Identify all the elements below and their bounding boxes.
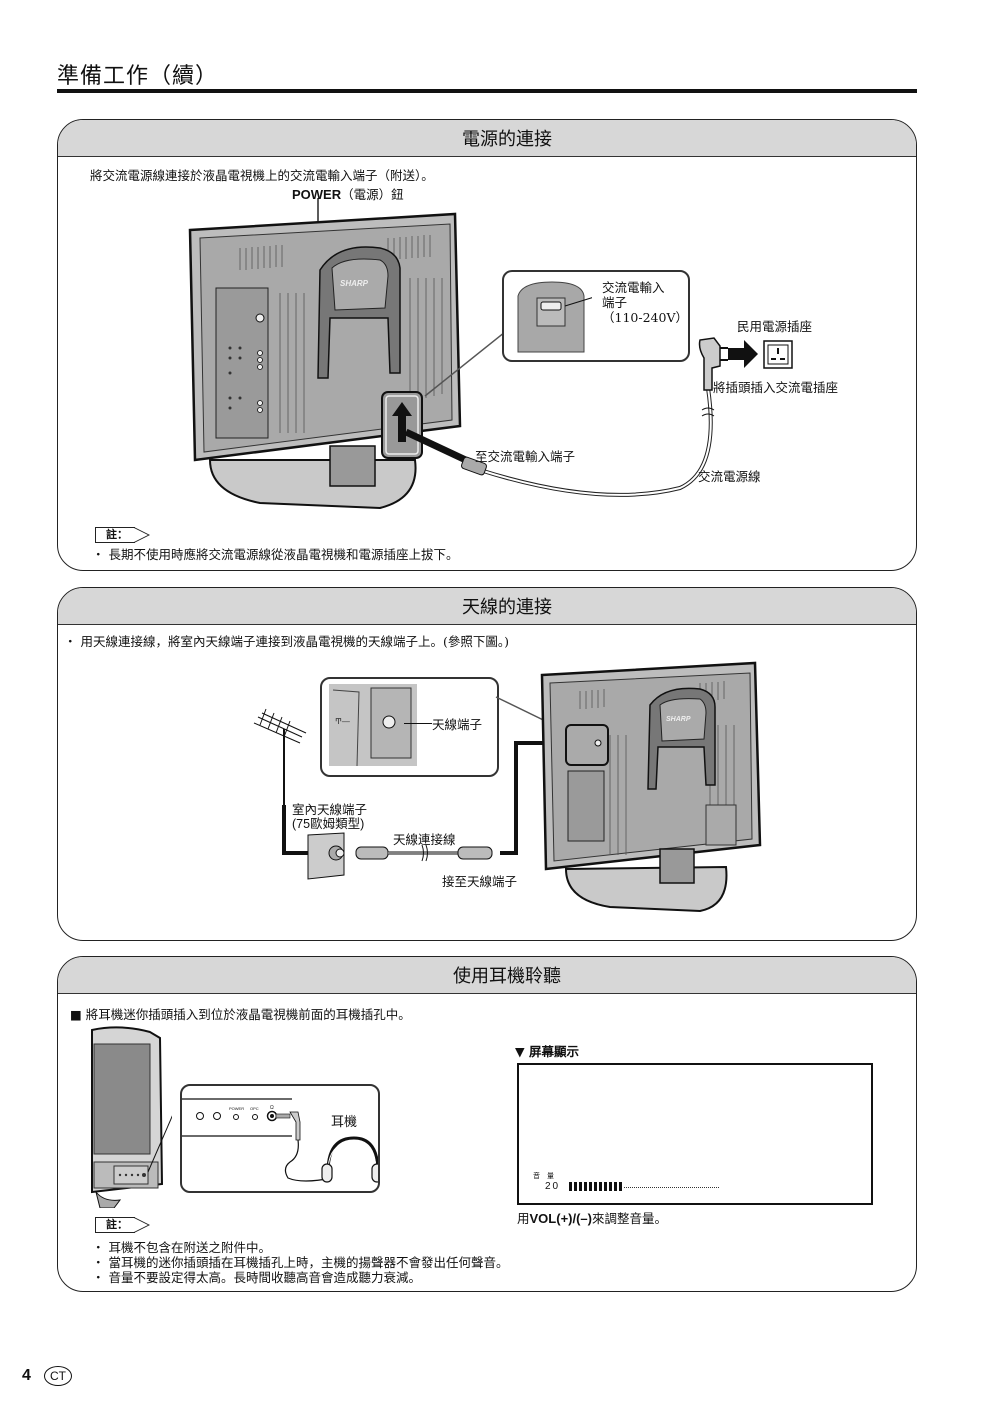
- bullet: ・: [64, 634, 81, 649]
- ac-input-voltage: （110-240V）: [602, 310, 688, 325]
- volume-segment: [599, 1182, 602, 1191]
- note-arrow-icon: [133, 1217, 150, 1233]
- volume-instruction-prefix: 用: [517, 1211, 530, 1226]
- volume-segment: [569, 1182, 572, 1191]
- power-button-label: POWER（電源）鈕: [292, 184, 404, 203]
- volume-segment: [619, 1182, 622, 1191]
- ac-cord-label: 交流電源線: [698, 469, 761, 484]
- volume-segment: [589, 1182, 592, 1191]
- headphone-note-item: 音量不要設定得太高。長時間收聽高音會造成聽力衰減。: [92, 1270, 509, 1285]
- headphone-note-item: 當耳機的迷你插頭插在耳機插孔上時，主機的揚聲器不會發出任何聲音。: [92, 1255, 509, 1270]
- antenna-connection-illustration: SHARP: [253, 661, 762, 913]
- volume-segment: [594, 1182, 597, 1191]
- power-section-heading: 電源的連接: [58, 120, 916, 157]
- plug-into-outlet-label: 將插頭插入交流電插座: [713, 380, 839, 395]
- volume-segment: [604, 1182, 607, 1191]
- power-connection-illustration: SHARP: [188, 198, 793, 510]
- ac-input-callout: [502, 270, 690, 362]
- volume-segment: [614, 1182, 617, 1191]
- wall-antenna-plate-icon: [307, 832, 345, 880]
- panel-opc-label: OPC: [250, 1106, 259, 1111]
- antenna-terminal-leader: [404, 723, 432, 724]
- panel-headphone-label: Ω: [270, 1105, 274, 1111]
- volume-segment: [579, 1182, 582, 1191]
- power-notes: 長期不使用時應將交流電源線從液晶電視機和電源插座上拔下。: [92, 547, 459, 562]
- language-badge: CT: [44, 1366, 72, 1386]
- volume-instruction-suffix: 來調整音量。: [592, 1211, 668, 1226]
- indoor-antenna-terminal-line2: (75歐姆類型): [292, 817, 365, 831]
- volume-value: 20: [545, 1181, 561, 1192]
- headphone-jack-callout: POWER OPC Ω: [180, 1084, 380, 1193]
- note-arrow-icon: [133, 527, 150, 543]
- headphone-note-item: 耳機不包含在附送之附件中。: [92, 1240, 509, 1255]
- cable-connector-icon: [457, 846, 493, 860]
- osd-screen: 音 量 20: [517, 1063, 873, 1205]
- ac-inlet-closeup: [517, 281, 592, 353]
- household-outlet-label: 民用電源插座: [737, 319, 813, 334]
- cable-connector-icon: [355, 846, 389, 860]
- volume-segment: [609, 1182, 612, 1191]
- antenna-terminal-label: 天線端子: [432, 717, 483, 732]
- headphones-label: 耳機: [331, 1115, 358, 1130]
- osd-heading: ▼ 屏幕顯示: [515, 1044, 579, 1059]
- title-rule: [57, 89, 917, 93]
- volume-remaining-track: [624, 1187, 719, 1188]
- indoor-antenna-terminal-line1: 室內天線端子: [292, 802, 368, 817]
- ac-plug-icon: [698, 337, 721, 391]
- page-title: 準備工作（續）: [57, 64, 219, 89]
- page-number: 4: [22, 1367, 31, 1384]
- brand-logo: SHARP: [666, 716, 691, 723]
- headphone-intro-text: ■ 將耳機迷你插頭插入到位於液晶電視機前面的耳機插孔中。: [70, 1007, 411, 1022]
- right-arrow-icon: [728, 340, 758, 368]
- brand-logo: SHARP: [340, 279, 369, 288]
- volume-instruction: 用VOL(+)/(–)來調整音量。: [517, 1208, 667, 1227]
- power-note-badge: 註：: [95, 527, 150, 543]
- volume-segment: [574, 1182, 577, 1191]
- headphones-icon: [321, 1136, 378, 1183]
- antenna-terminal-closeup: Ͳ—: [329, 684, 417, 767]
- volume-label: 音 量: [533, 1172, 554, 1180]
- power-intro-text: 將交流電源線連接於液晶電視機上的交流電輸入端子（附送）。: [90, 168, 434, 183]
- antenna-cable-label: 天線連接線: [393, 832, 456, 847]
- headphone-notes: 耳機不包含在附送之附件中。 當耳機的迷你插頭插在耳機插孔上時，主機的揚聲器不會發…: [92, 1240, 509, 1285]
- antenna-intro-body: 用天線連接線，將室內天線端子連接到液晶電視機的天線端子上。(參照下圖。): [80, 634, 509, 649]
- antenna-section-heading: 天線的連接: [58, 588, 916, 625]
- power-button-label-rest: （電源）鈕: [341, 187, 404, 202]
- svg-text:Ͳ—: Ͳ—: [335, 717, 350, 726]
- note-label: 註：: [95, 1217, 135, 1233]
- antenna-terminal-callout: Ͳ—: [320, 677, 499, 777]
- ac-input-terminal-line1: 交流電輸入: [602, 280, 665, 295]
- panel-power-label: POWER: [229, 1106, 245, 1111]
- power-note-item: 長期不使用時應將交流電源線從液晶電視機和電源插座上拔下。: [92, 547, 459, 562]
- antenna-intro-text: ・ 用天線連接線，將室內天線端子連接到液晶電視機的天線端子上。(參照下圖。): [64, 631, 509, 650]
- headphone-section-heading: 使用耳機聆聽: [58, 957, 916, 994]
- tv-rear-body: SHARP: [188, 212, 472, 466]
- headphone-note-badge: 註：: [95, 1217, 150, 1233]
- volume-instruction-bold: VOL(+)/(–): [529, 1211, 592, 1226]
- tv-front-illustration: [91, 1026, 172, 1208]
- note-label: 註：: [95, 527, 135, 543]
- ac-input-terminal-label: 交流電輸入 端子 （110-240V）: [602, 280, 688, 325]
- to-ac-input-label: 至交流電輸入端子: [475, 449, 576, 464]
- to-antenna-terminal-label: 接至天線端子: [442, 874, 518, 889]
- volume-bar: [569, 1182, 719, 1192]
- volume-segment: [584, 1182, 587, 1191]
- outdoor-antenna-icon: [253, 708, 307, 805]
- ac-input-terminal-line2: 端子: [602, 295, 628, 310]
- power-button-label-bold: POWER: [292, 187, 342, 202]
- indoor-antenna-terminal-label: 室內天線端子 (75歐姆類型): [292, 802, 367, 832]
